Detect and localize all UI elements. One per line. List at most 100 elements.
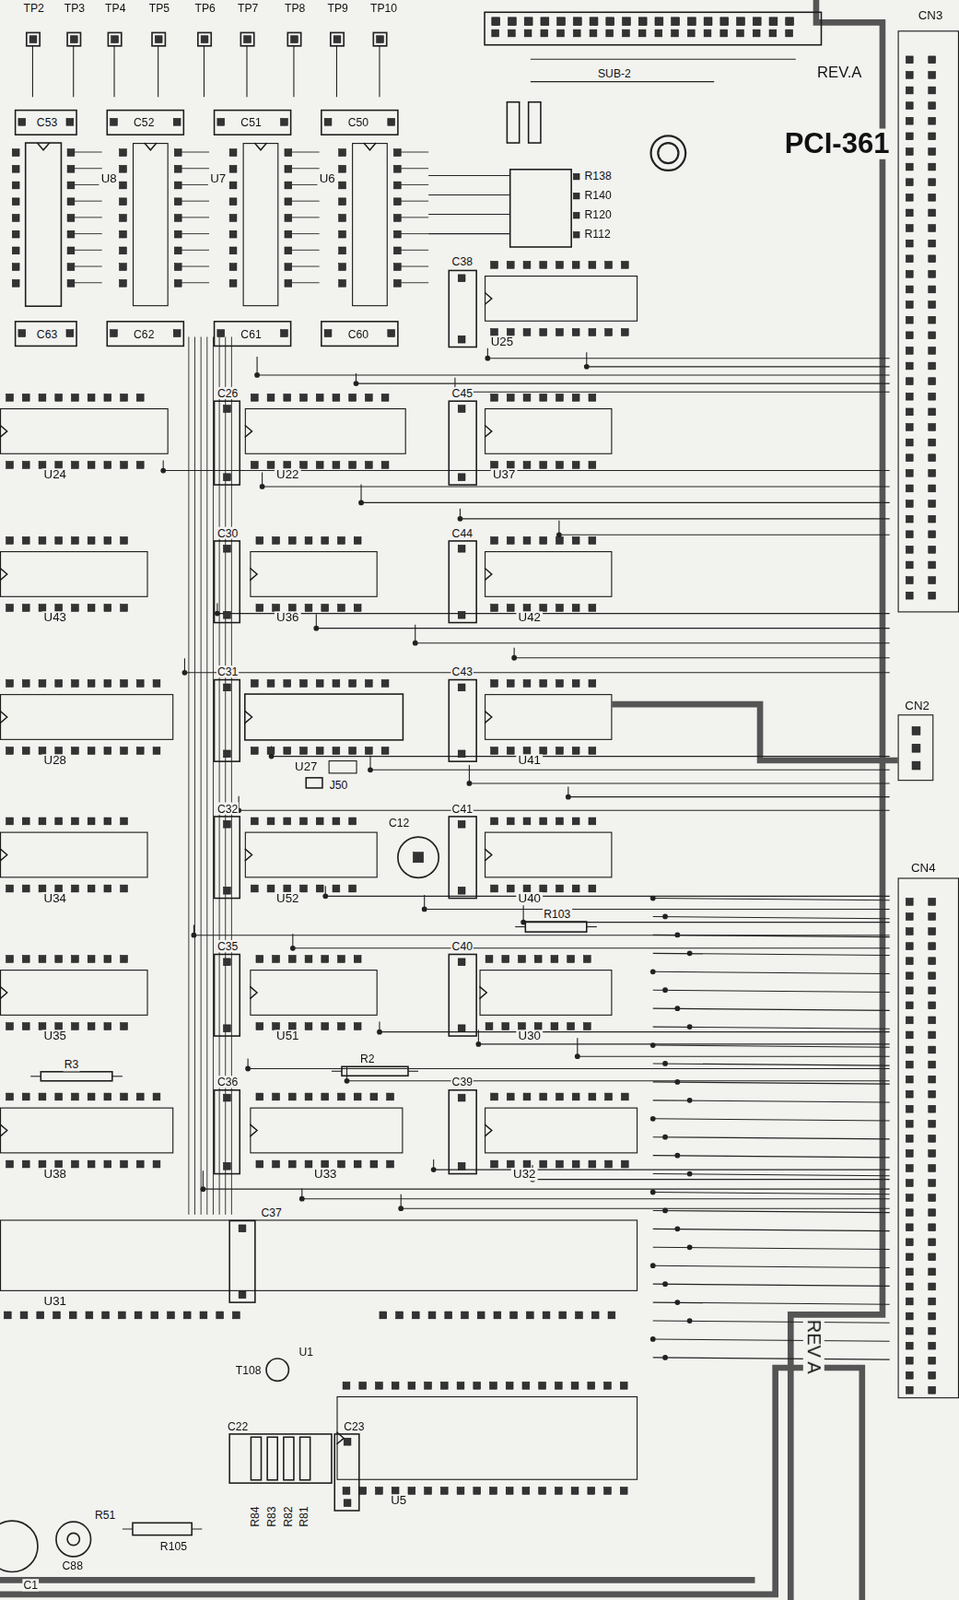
solder-pad xyxy=(339,198,347,206)
copper-trace xyxy=(74,167,103,169)
solder-pad xyxy=(381,461,389,469)
solder-pad xyxy=(905,239,913,247)
solder-pad xyxy=(905,86,913,94)
copper-trace xyxy=(653,970,890,973)
solder-pad xyxy=(905,1208,913,1217)
solder-pad xyxy=(556,679,564,688)
pin1-notch xyxy=(245,710,253,723)
solder-pad xyxy=(905,1016,913,1024)
solder-pad xyxy=(457,886,466,894)
solder-pad xyxy=(556,537,564,545)
solder-pad xyxy=(506,261,515,269)
solder-pad xyxy=(339,149,347,157)
solder-pad xyxy=(928,102,936,110)
solder-pad xyxy=(912,760,921,770)
solder-pad xyxy=(905,301,913,309)
solder-pad xyxy=(117,1310,126,1319)
solder-pad xyxy=(315,817,324,825)
copper-trace xyxy=(478,1042,889,1044)
copper-trace xyxy=(428,194,511,196)
copper-trace xyxy=(292,266,320,268)
solder-pad xyxy=(523,1159,531,1168)
solder-pad xyxy=(229,246,237,255)
ic-outline: U8 xyxy=(132,142,169,306)
via-dot xyxy=(650,895,656,901)
solder-pad xyxy=(288,604,296,612)
pin1-notch xyxy=(336,1431,344,1444)
solder-pad xyxy=(11,164,20,173)
copper-trace xyxy=(302,1197,890,1199)
solder-pad xyxy=(928,1385,936,1393)
solder-pad xyxy=(506,328,515,337)
solder-pad xyxy=(321,955,329,963)
solder-pad xyxy=(720,17,729,26)
solder-pad xyxy=(315,747,324,755)
solder-pad xyxy=(223,544,232,552)
component-label: C1 xyxy=(22,1578,39,1591)
solder-pad xyxy=(687,17,696,26)
solder-pad xyxy=(280,117,289,126)
copper-trace xyxy=(432,1158,434,1170)
component-label: R3 xyxy=(63,1057,81,1070)
solder-pad xyxy=(928,898,936,906)
solder-pad xyxy=(587,1380,596,1389)
pin1-notch xyxy=(0,848,8,861)
copper-trace xyxy=(586,365,890,367)
solder-pad xyxy=(104,1092,112,1100)
solder-pad xyxy=(396,1310,404,1319)
solder-pad xyxy=(785,29,794,37)
solder-pad xyxy=(120,1092,129,1100)
solder-pad xyxy=(136,679,144,688)
copper-trace xyxy=(400,249,429,251)
solder-pad xyxy=(288,1092,296,1100)
solder-pad xyxy=(671,17,680,26)
solder-pad xyxy=(539,817,548,825)
reference-designator: U22 xyxy=(274,467,302,481)
solder-pad xyxy=(411,1310,420,1319)
ic-outline: U33 xyxy=(249,1107,403,1154)
solder-pad xyxy=(905,530,913,538)
solder-pad xyxy=(550,955,559,963)
solder-pad xyxy=(485,955,493,963)
solder-pad xyxy=(87,604,95,612)
copper-trace xyxy=(113,46,115,97)
solder-pad xyxy=(250,817,258,825)
solder-pad xyxy=(539,461,548,469)
solder-pad xyxy=(905,408,913,416)
solder-pad xyxy=(905,1385,913,1393)
solder-pad xyxy=(588,679,597,688)
component-label: C40 xyxy=(450,939,474,952)
solder-pad xyxy=(6,955,14,963)
solder-pad xyxy=(523,817,531,825)
solder-pad xyxy=(506,817,515,825)
solder-pad xyxy=(928,957,936,965)
solder-pad xyxy=(557,17,566,26)
copper-trace xyxy=(74,233,103,234)
copper-trace xyxy=(181,184,210,186)
via-dot xyxy=(687,949,693,956)
solder-pad xyxy=(523,679,531,688)
via-dot xyxy=(674,1298,680,1305)
solder-pad xyxy=(905,468,913,477)
solder-pad xyxy=(928,178,936,187)
component-label: J50 xyxy=(328,778,350,791)
copper-trace xyxy=(433,1169,890,1170)
solder-pad xyxy=(550,1022,559,1030)
ic-outline: U27 xyxy=(328,760,358,773)
solder-pad xyxy=(572,1092,580,1100)
solder-pad xyxy=(583,1022,591,1030)
capacitor-outline xyxy=(334,1433,360,1510)
solder-pad xyxy=(272,1022,281,1030)
ic-outline: U40 xyxy=(484,831,612,878)
solder-pad xyxy=(928,392,936,400)
solder-pad xyxy=(152,1159,161,1168)
test-point-label: TP8 xyxy=(283,1,307,14)
pin1-notch xyxy=(479,985,488,998)
via-dot xyxy=(687,1097,693,1103)
copper-trace xyxy=(653,1136,890,1139)
solder-pad xyxy=(905,514,913,523)
solder-pad xyxy=(229,181,237,189)
solder-pad xyxy=(491,261,499,269)
solder-pad xyxy=(229,198,237,206)
solder-pad xyxy=(283,884,292,892)
